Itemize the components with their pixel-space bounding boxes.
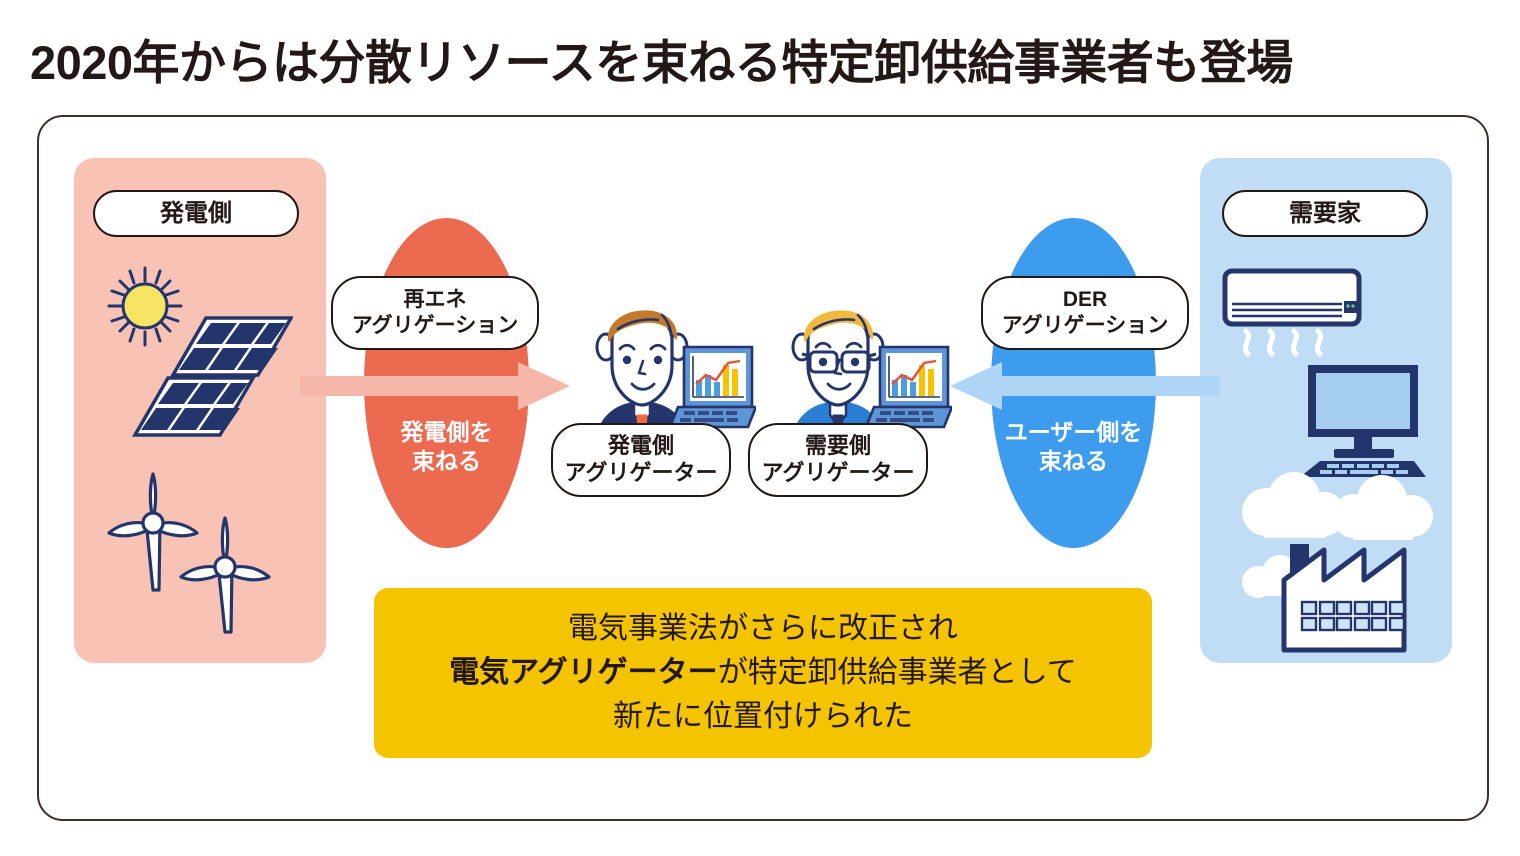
laptop-chart-icon [668,345,756,429]
air-conditioner-icon [1222,268,1362,357]
generation-side-aggregator-label-line1: 発電側 [607,433,674,459]
summary-banner-line1: 電気事業法がさらに改正され [568,611,958,645]
glasses-icon [801,350,877,374]
demand-flow-caption: ユーザー側を 束ねる [991,418,1156,476]
airflow-icon [1242,328,1324,357]
demand-flow-caption-line1: ユーザー側を [1004,419,1143,445]
generation-flow-arrow-icon [300,362,570,410]
renewable-aggregation-badge: 再エネ アグリゲーション [331,276,539,350]
desktop-monitor-icon [1300,365,1426,477]
summary-banner-line3: 新たに位置付けられた [613,700,913,734]
factory-icon [1242,472,1433,653]
demand-flow-arrow-icon [950,362,1220,410]
summary-banner-line2: 電気アグリゲーターが特定卸供給事業者として [449,651,1077,695]
generation-side-aggregator-label-line2: アグリゲーター [564,460,718,485]
page-title: 2020年からは分散リソースを束ねる特定卸供給事業者も登場 [30,36,1293,89]
solar-panel-icon [107,266,293,437]
generation-side-label: 発電側 [93,190,299,237]
sun-icon [107,266,183,347]
demand-flow-caption-line2: 束ねる [1039,447,1108,474]
summary-banner: 電気事業法がさらに改正され 電気アグリゲーターが特定卸供給事業者として 新たに位… [374,588,1152,758]
der-aggregation-badge-line2: アグリゲーション [1001,314,1169,337]
der-aggregation-badge-line1: DER [1062,288,1108,312]
demand-side-label-text: 需要家 [1289,199,1361,227]
generation-side-label-text: 発電側 [160,199,232,227]
laptop-chart-icon [864,345,952,429]
generation-side-aggregator-label: 発電側 アグリゲーター [551,423,731,497]
wind-turbine-icon [107,472,271,634]
summary-banner-line2-bold: 電気アグリゲーター [449,655,718,689]
renewable-aggregation-badge-line1: 再エネ [403,288,467,312]
renewable-aggregation-badge-line2: アグリゲーション [351,314,519,337]
generation-side-aggregator-illustration [594,310,756,450]
generation-flow-caption: 発電側を 束ねる [364,418,529,476]
generation-flow-caption-line2: 束ねる [412,447,481,474]
demand-side-aggregator-label: 需要側 アグリゲーター [748,423,928,497]
demand-side-aggregator-label-line2: アグリゲーター [761,460,915,485]
keyboard-icon [1300,461,1426,477]
der-aggregation-badge: DER アグリゲーション [981,276,1189,350]
demand-side-label: 需要家 [1222,190,1428,237]
summary-banner-line2-rest: が特定卸供給事業者として [717,655,1077,689]
generation-flow-caption-line1: 発電側を [400,419,493,445]
demand-side-aggregator-label-line1: 需要側 [804,433,871,459]
